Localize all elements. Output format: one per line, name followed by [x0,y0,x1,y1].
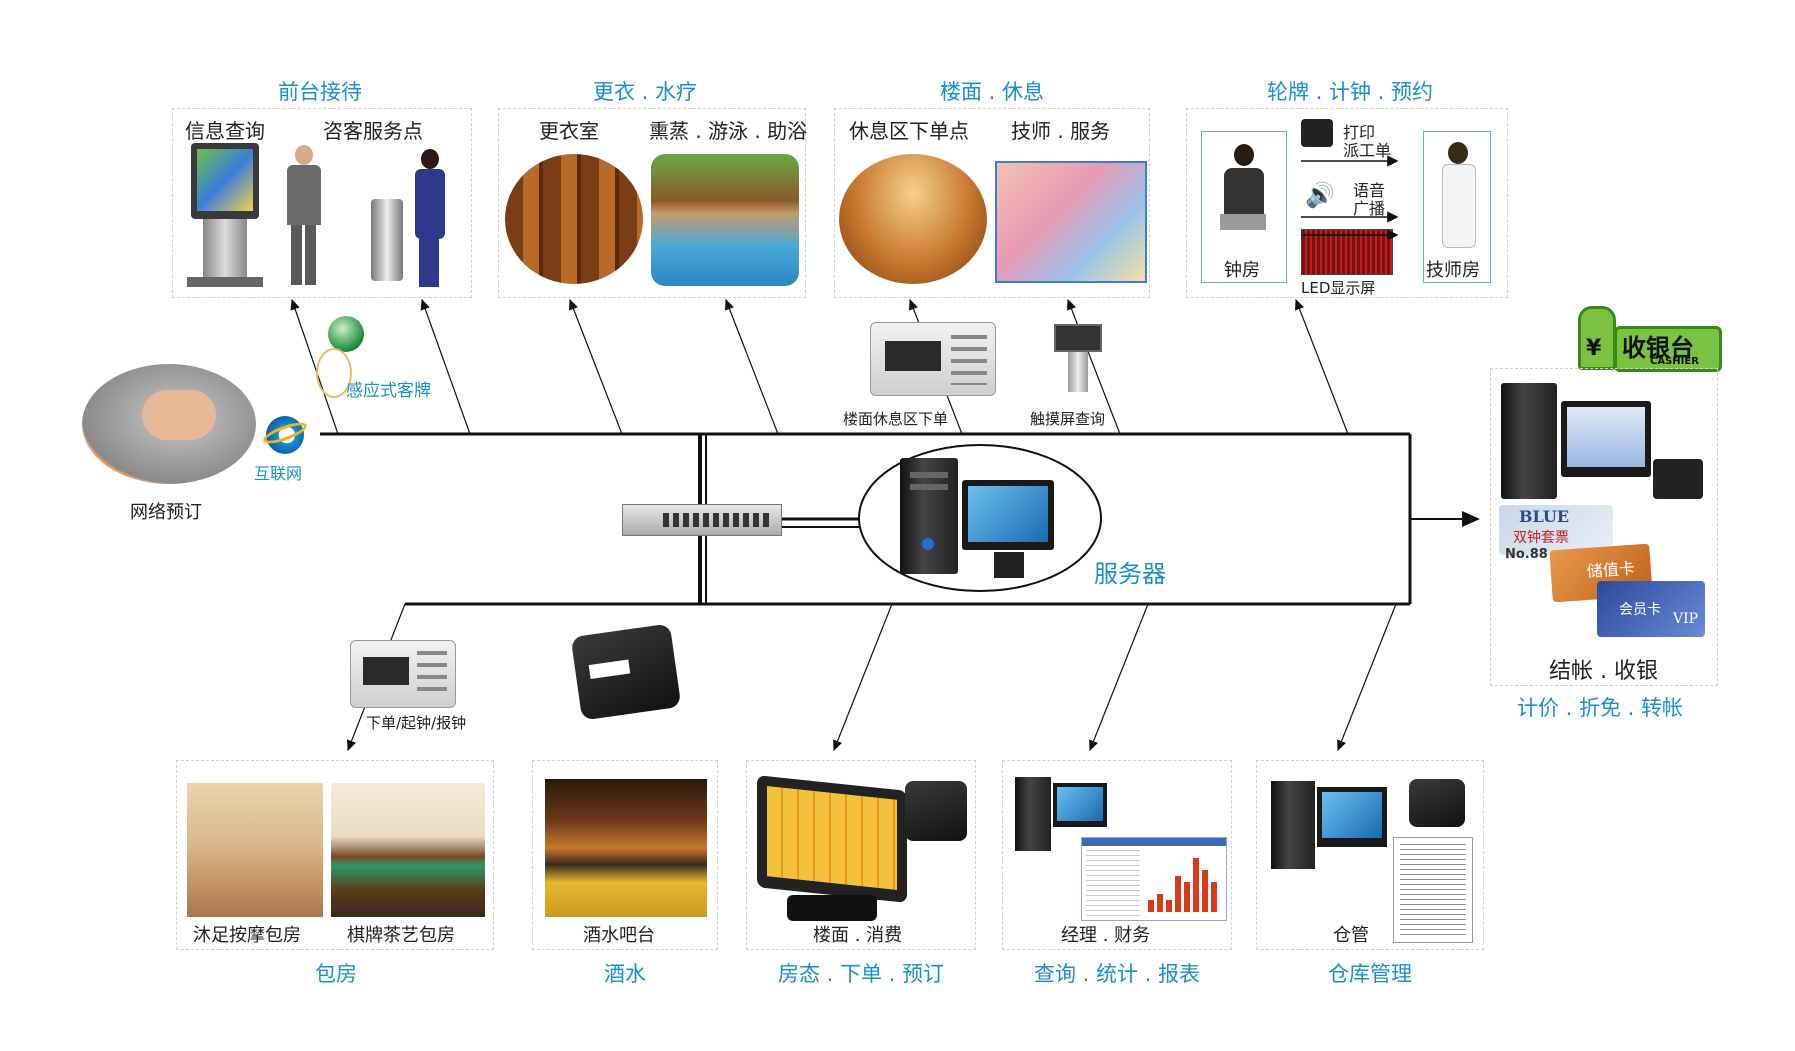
therapist-photo-grid [995,161,1147,283]
touch-query-label: 触摸屏查询 [1030,410,1106,428]
room-terminal-label: 下单/起钟/报钟 [366,714,467,732]
kiosk-stand [203,219,247,279]
ie-icon [260,412,310,458]
rfid-tag-label: 感应式客牌 [346,381,431,401]
report-bar [1166,900,1172,912]
report-bar [1184,882,1190,912]
warehouse-panel: 仓管 [1256,760,1484,950]
bar-printer-icon [570,623,682,721]
locker-room-label: 更衣室 [539,119,599,143]
therapist-service-label: 技师 . 服务 [1011,119,1111,143]
server-computer-icon [900,458,958,574]
massage-room-photo [187,783,323,917]
report-bar [1148,900,1154,912]
cashier-badge: ¥ 收银台 CASHIER [1578,306,1724,376]
changing-title: 更衣 . 水疗 [592,80,698,104]
network-switch-icon [622,504,782,536]
room-status-title: 房态 . 下单 . 预订 [777,962,945,986]
floor-panel: 休息区下单点 技师 . 服务 [834,108,1150,298]
cashier-subtitle: 计价 . 折免 . 转帐 [1516,696,1684,720]
room-status-panel: 楼面 . 消费 [746,760,976,950]
reports-title: 查询 . 统计 . 报表 [1033,962,1201,986]
cashier-monitor [1561,401,1651,477]
internet-label: 互联网 [254,464,303,483]
voucher-card: BLUE 双钟套票 [1499,505,1613,555]
led-board-icon [1301,229,1393,275]
report-bar-chart [1148,858,1217,912]
front-desk-title: 前台接待 [278,80,362,104]
warehouse-printer-icon [1409,779,1465,827]
floor-title: 楼面 . 休息 [939,80,1045,104]
rest-order-label: 休息区下单点 [849,119,969,143]
guest-service-label: 咨客服务点 [323,119,423,143]
clock-room-label: 钟房 [1224,260,1260,281]
room-keypad-terminal [350,640,456,708]
report-bar [1202,870,1208,912]
cashier-badge-text: 收银台 [1622,334,1694,362]
report-bar [1157,894,1163,912]
drinks-panel: 酒水吧台 [532,760,718,950]
manager-finance-label: 经理 . 财务 [1061,925,1151,946]
therapist-room-label: 技师房 [1426,260,1480,281]
report-window [1081,837,1227,921]
massage-room-label: 沐足按摩包房 [193,925,301,946]
inventory-sheet [1393,837,1473,943]
cashier-pc-tower [1501,383,1557,499]
report-bar [1175,876,1181,912]
touch-kiosk-icon [1054,324,1102,396]
cashier-label: 结帐 . 收银 [1549,659,1658,684]
mahjong-room-label: 棋牌茶艺包房 [347,925,455,946]
online-booking-label: 网络预订 [130,502,202,523]
info-query-label: 信息查询 [185,119,265,143]
woman-figure [409,149,449,289]
floor-terminal-label: 楼面休息区下单 [843,410,949,428]
rotation-title: 轮牌 . 计钟 . 预约 [1266,80,1434,104]
locker-room-photo [505,154,643,284]
front-desk-panel: 信息查询 咨客服务点 [172,108,472,298]
bar-counter-label: 酒水吧台 [583,925,655,946]
keyboard-hands-photo [82,364,256,484]
rotation-panel: 钟房 打印 派工单 🔊 语音 广播 LED显示屏 技师房 [1186,108,1508,298]
drinks-title: 酒水 [604,962,646,986]
pos-label: 楼面 . 消费 [813,925,903,946]
report-bar [1211,882,1217,912]
man-figure [283,145,323,287]
speaker-icon: 🔊 [1305,181,1335,209]
changing-panel: 更衣室 熏蒸 . 游泳 . 助浴 [498,108,808,298]
pos-printer-icon [905,781,967,841]
clock-room-box: 钟房 [1201,131,1287,283]
reports-panel: 经理 . 财务 [1002,760,1232,950]
receipt-printer-icon [1301,119,1333,147]
report-bar [1193,858,1199,912]
operator-figure [1220,144,1266,234]
private-room-title: 包房 [315,962,357,986]
warehouse-title: 仓库管理 [1328,962,1412,986]
pos-terminal-icon [757,775,907,903]
private-room-panel: 沐足按摩包房 棋牌茶艺包房 [176,760,494,950]
warehouse-keeper-label: 仓管 [1333,925,1369,946]
cashier-printer-icon [1653,459,1703,499]
kiosk-screen [191,143,259,219]
therapist-figure [1438,142,1478,248]
pool-photo [651,154,799,286]
sauna-swim-label: 熏蒸 . 游泳 . 助浴 [649,119,808,143]
server-monitor [962,480,1054,550]
mahjong-room-photo [331,783,485,917]
reports-pc-tower [1015,777,1051,851]
rfid-tag-icon [328,316,364,352]
warehouse-pc-tower [1271,781,1315,869]
server-label: 服务器 [1094,560,1166,588]
member-card: 会员卡 VIP [1597,581,1705,637]
cashier-panel: BLUE 双钟套票 No.88 储值卡 会员卡 VIP 结帐 . 收银 [1490,368,1718,686]
keypad-terminal-icon [870,322,996,396]
therapist-room-box: 技师房 [1423,131,1491,283]
rest-hall-photo [839,154,987,284]
service-kiosk [371,199,403,281]
bar-counter-photo [545,779,707,917]
server-ellipse [858,444,1102,592]
